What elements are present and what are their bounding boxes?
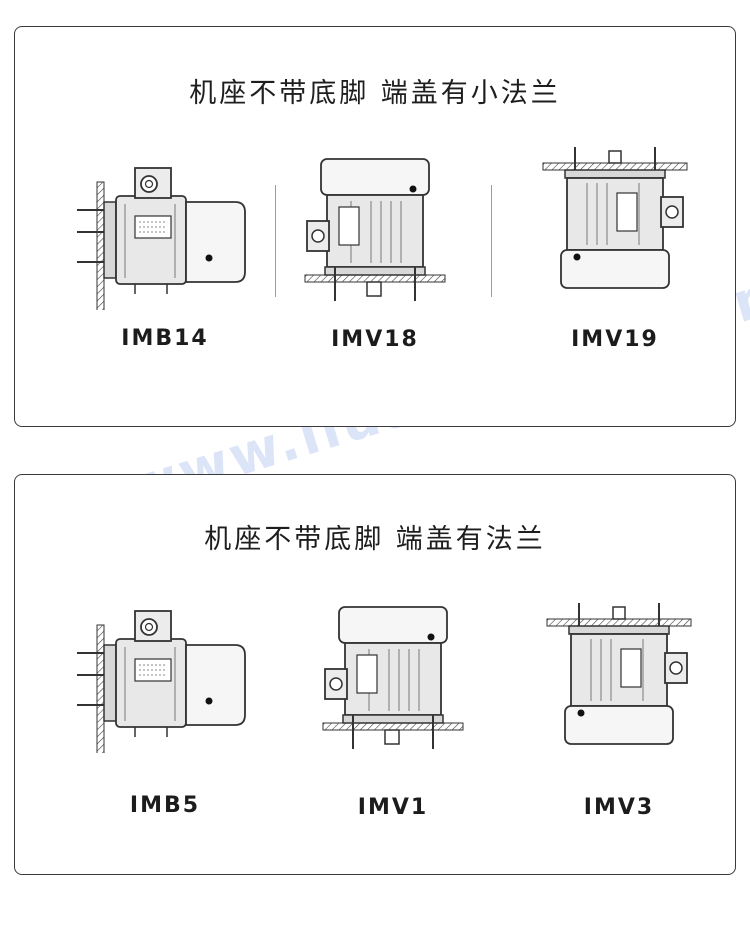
panel-small-flange: 机座不带底脚 端盖有小法兰 IMB14 IMV18 IMV19 <box>14 26 736 427</box>
panel-flange: 机座不带底脚 端盖有法兰 IMB5 IMV1 IMV3 <box>14 474 736 875</box>
vertical-motor-shaft-up-icon <box>542 147 688 289</box>
divider <box>275 185 276 297</box>
horizontal-motor-flange-icon <box>76 167 246 310</box>
mount-label: IMV1 <box>357 795 429 820</box>
mount-item-imb5: IMB5 <box>65 603 265 818</box>
panel-title: 机座不带底脚 端盖有法兰 <box>204 524 546 555</box>
horizontal-motor-flange-icon <box>76 610 246 753</box>
vertical-motor-shaft-down-icon <box>304 158 446 302</box>
vertical-motor-shaft-down-icon <box>322 606 464 750</box>
mount-item-imv19: IMV19 <box>515 147 715 352</box>
mount-item-imb14: IMB14 <box>65 160 265 351</box>
mount-item-imv3: IMV3 <box>519 603 719 820</box>
panel-title: 机座不带底脚 端盖有小法兰 <box>189 78 561 109</box>
mount-item-imv1: IMV1 <box>293 603 493 820</box>
divider <box>491 185 492 297</box>
mount-label: IMB14 <box>121 326 209 351</box>
vertical-motor-shaft-up-icon <box>546 603 692 745</box>
mount-label: IMV3 <box>583 795 655 820</box>
mount-label: IMB5 <box>129 793 201 818</box>
mount-label: IMV19 <box>571 327 659 352</box>
mount-label: IMV18 <box>331 327 419 352</box>
mount-item-imv18: IMV18 <box>275 155 475 352</box>
